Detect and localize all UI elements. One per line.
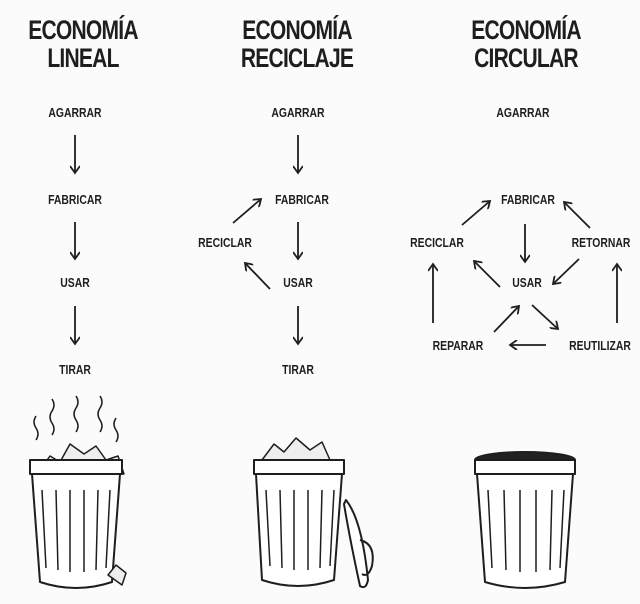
node-agarrar: AGARRAR xyxy=(496,105,550,120)
arrow-diagonal-icon xyxy=(553,258,580,284)
title-lineal: ECONOMÍA LINEAL xyxy=(5,16,161,72)
overflowing-trash-can-icon xyxy=(29,395,127,589)
node-agarrar: AGARRAR xyxy=(271,105,325,120)
title-line1: ECONOMÍA xyxy=(242,15,352,45)
title-line2: RECICLAJE xyxy=(240,43,354,73)
node-reparar: REPARAR xyxy=(432,338,484,353)
full-trash-can-lid-open-icon xyxy=(253,437,374,589)
title-line1: ECONOMÍA xyxy=(471,15,581,45)
arrow-diagonal-icon xyxy=(474,261,501,288)
node-usar: USAR xyxy=(512,275,542,290)
title-line2: CIRCULAR xyxy=(474,43,579,73)
title-circular: ECONOMÍA CIRCULAR xyxy=(448,16,604,72)
node-tirar: TIRAR xyxy=(282,362,314,377)
arrow-diagonal-icon xyxy=(245,263,271,290)
arrow-diagonal-icon xyxy=(531,304,558,329)
node-usar: USAR xyxy=(283,275,313,290)
node-reutilizar: REUTILIZAR xyxy=(569,338,631,353)
node-fabricar: FABRICAR xyxy=(275,192,329,207)
arrow-diagonal-icon xyxy=(493,306,519,333)
node-reciclar: RECICLAR xyxy=(198,235,252,250)
title-line1: ECONOMÍA xyxy=(28,15,138,45)
node-fabricar: FABRICAR xyxy=(48,192,102,207)
node-fabricar: FABRICAR xyxy=(501,192,555,207)
title-reciclaje: ECONOMÍA RECICLAJE xyxy=(219,16,375,72)
arrow-diagonal-icon xyxy=(564,202,591,229)
arrow-diagonal-icon xyxy=(232,199,261,224)
arrow-diagonal-icon xyxy=(461,201,490,226)
node-tirar: TIRAR xyxy=(59,362,91,377)
empty-trash-can-icon xyxy=(474,451,576,589)
title-line2: LINEAL xyxy=(47,43,119,73)
node-reciclar: RECICLAR xyxy=(410,235,464,250)
node-agarrar: AGARRAR xyxy=(48,105,102,120)
node-retornar: RETORNAR xyxy=(571,235,631,250)
node-usar: USAR xyxy=(60,275,90,290)
